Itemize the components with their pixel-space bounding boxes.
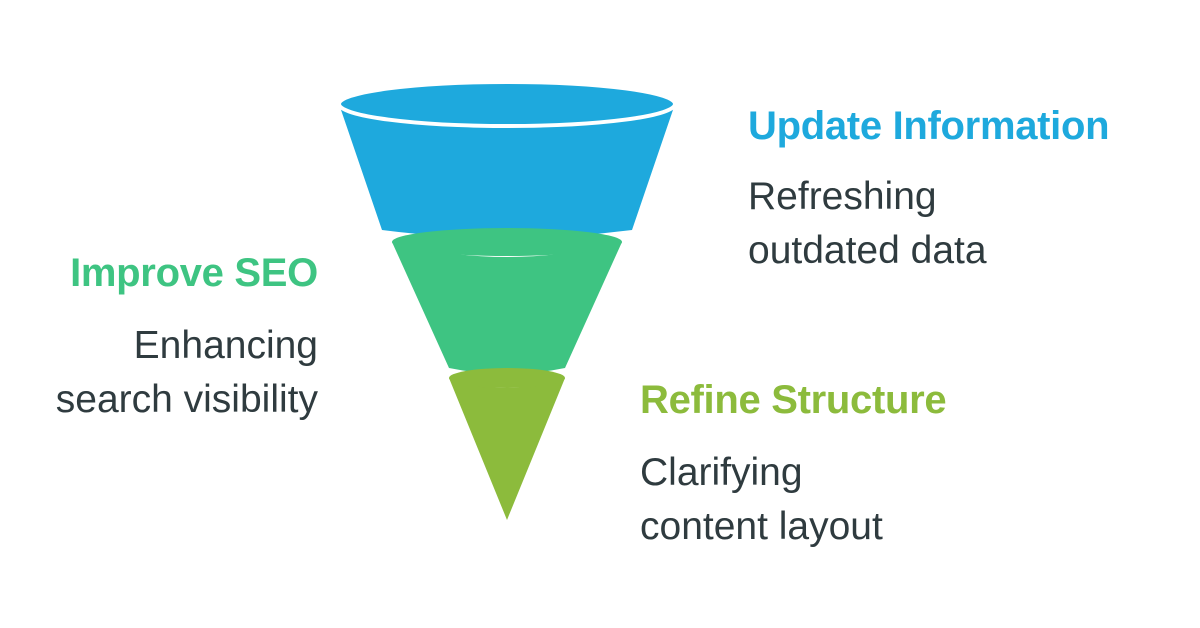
stage-1-title: Update Information <box>748 104 1110 148</box>
stage-3-description: Clarifying content layout <box>640 451 883 548</box>
funnel-stage-1-rim <box>337 80 677 128</box>
funnel-stage-3-rim <box>449 368 565 388</box>
funnel-stage-3-body <box>449 378 565 520</box>
stage-1-description: Refreshing outdated data <box>748 175 987 272</box>
stage-2-description: Enhancing search visibility <box>55 324 318 421</box>
funnel-stage-1-body <box>339 104 675 238</box>
stage-2-title: Improve SEO <box>70 251 318 295</box>
funnel-stage-2 <box>392 228 622 374</box>
stage-2-text: Improve SEO Enhancing search visibility <box>55 249 319 427</box>
funnel-stage-2-rim <box>392 228 622 256</box>
stage-3-text: Refine Structure Clarifying content layo… <box>640 376 947 554</box>
funnel-stage-3 <box>449 368 565 520</box>
funnel-stage-2-body <box>392 242 622 374</box>
funnel-stage-1 <box>337 80 677 238</box>
stage-3-title: Refine Structure <box>640 378 947 422</box>
stage-1-text: Update Information Refreshing outdated d… <box>748 102 1110 278</box>
